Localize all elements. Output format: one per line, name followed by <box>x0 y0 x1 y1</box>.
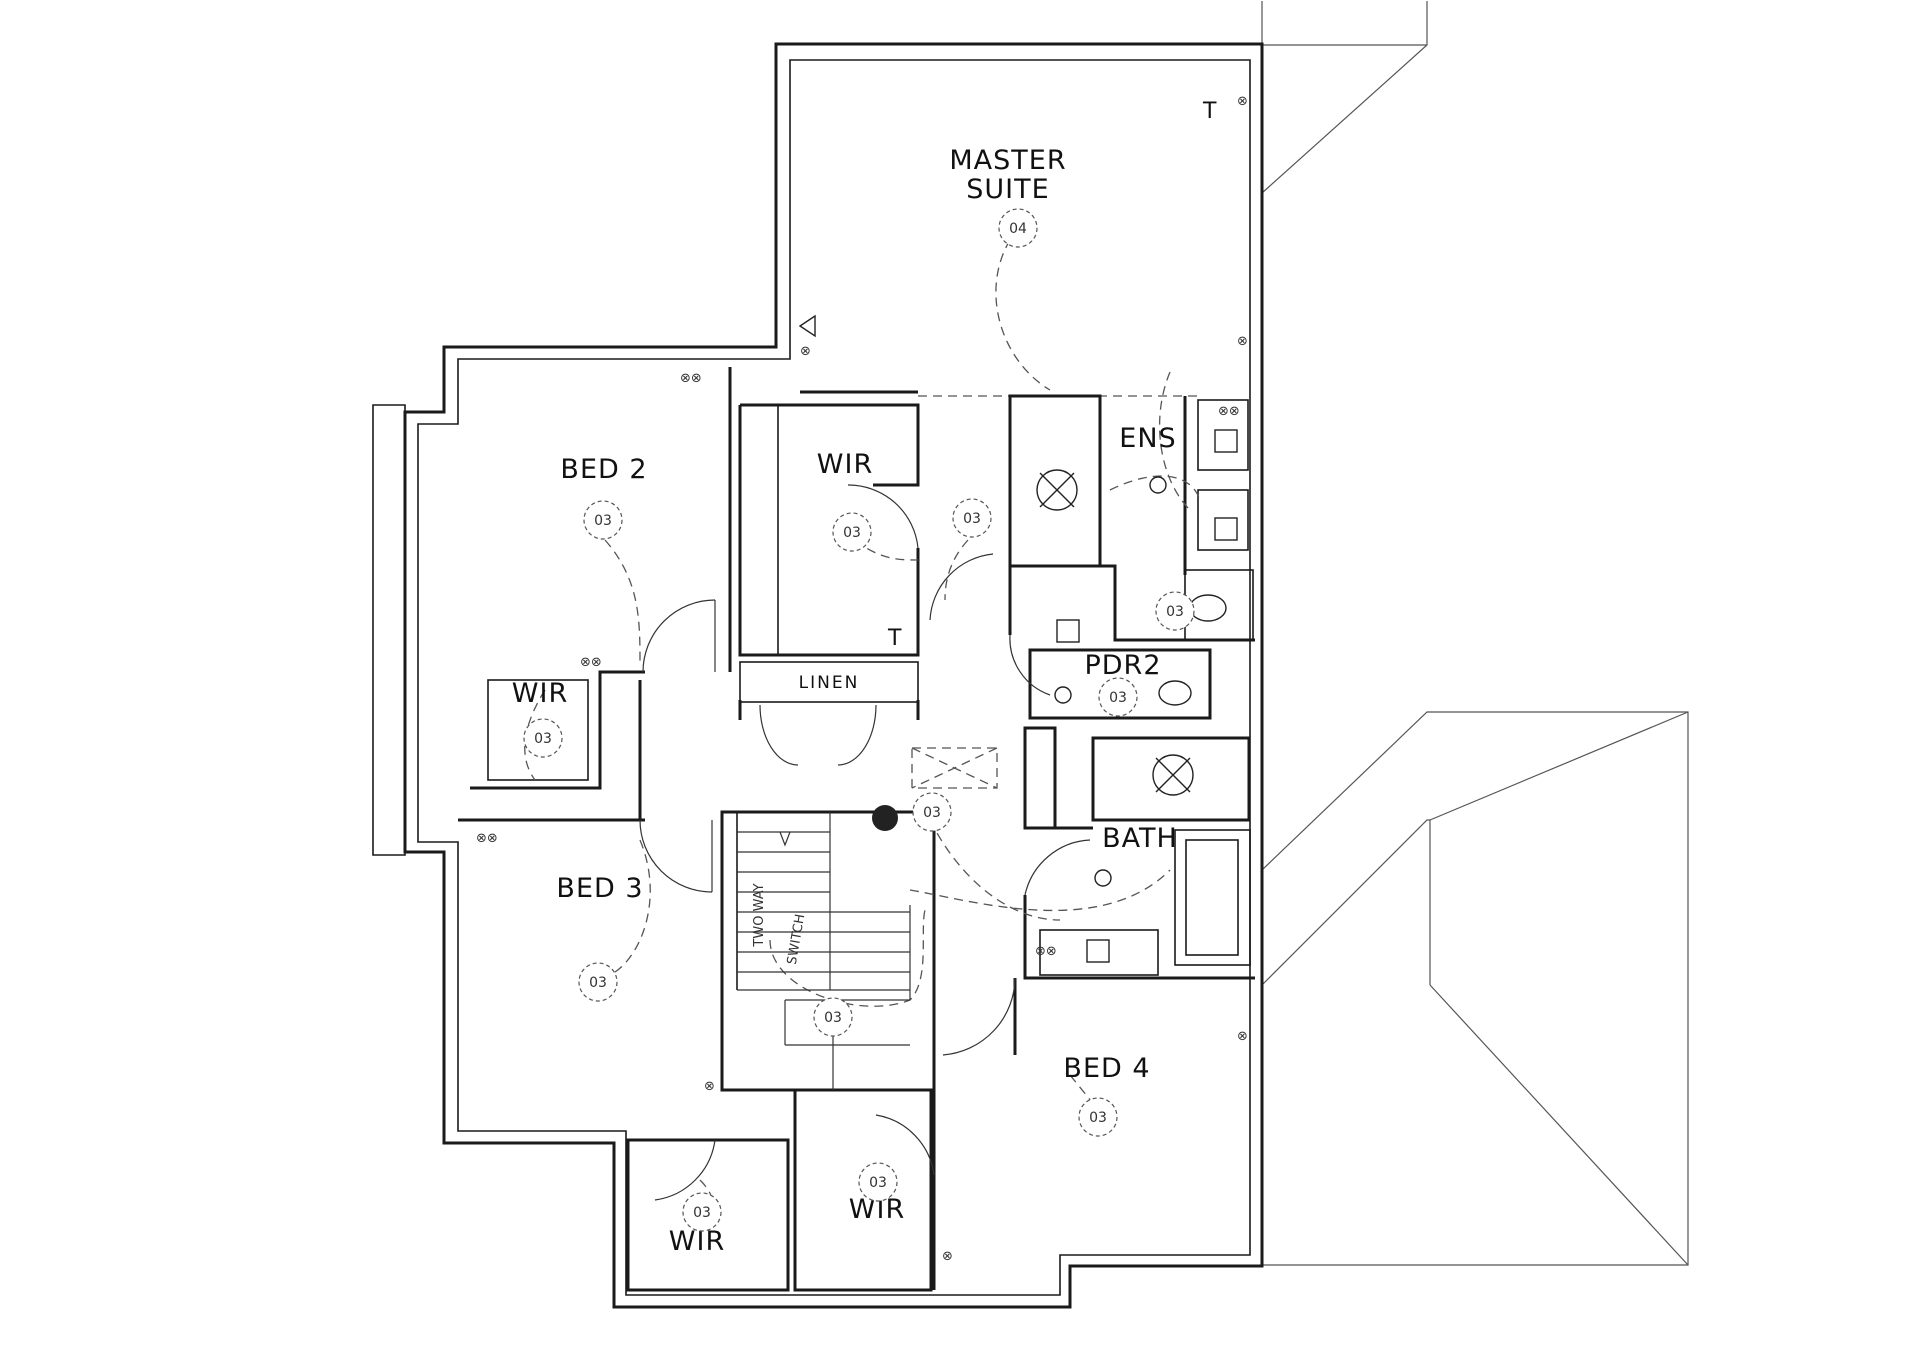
svg-text:03: 03 <box>1089 1110 1107 1126</box>
stair-switch-label: TWO WAY SWITCH <box>752 883 808 965</box>
svg-text:03: 03 <box>594 513 612 529</box>
room-label-wir-center: WIR <box>817 449 873 480</box>
tag-ens: 03 <box>1155 591 1195 631</box>
svg-text:T: T <box>1202 99 1217 124</box>
fixtures: ⊗⊗ ⊗⊗ ⊗⊗ ⊗ ⊗ ⊗ ⊗ ⊗ ⊗ ⊗⊗ ⊗⊗ T T <box>476 94 1248 1264</box>
tag-hall: 03 <box>912 792 952 832</box>
room-labels: MASTER SUITE BED 2 BED 3 BED 4 WIR WIR W… <box>512 145 1178 1257</box>
data-point-icon <box>798 314 816 338</box>
interior-walls <box>458 367 1255 1292</box>
stair-treads <box>737 812 911 1090</box>
svg-text:⊗: ⊗ <box>800 344 811 359</box>
skylight-icon <box>911 747 998 789</box>
room-label-wir-bed3: WIR <box>669 1226 725 1257</box>
svg-text:03: 03 <box>869 1175 887 1191</box>
door-swings <box>639 484 1091 1201</box>
two-way-label: TWO WAY <box>752 883 767 947</box>
exhaust-fan-icon <box>1036 469 1078 511</box>
circuit-tags: 04 03 03 03 03 03 03 03 03 03 03 03 03 <box>523 208 1195 1232</box>
power-point-icon: ⊗⊗ ⊗⊗ ⊗⊗ ⊗ ⊗ ⊗ ⊗ ⊗ ⊗ ⊗⊗ ⊗⊗ <box>476 94 1248 1264</box>
svg-text:⊗⊗: ⊗⊗ <box>1035 944 1057 959</box>
svg-text:03: 03 <box>824 1010 842 1026</box>
tag-wir-bed2: 03 <box>523 718 563 758</box>
room-label-bed2: BED 2 <box>560 454 647 485</box>
svg-text:04: 04 <box>1009 221 1027 237</box>
room-label-wir-bed2: WIR <box>512 678 568 709</box>
tag-hall-right: 03 <box>952 498 992 538</box>
switch-label: SWITCH <box>785 913 809 966</box>
thermostat-icon: T T <box>887 99 1217 651</box>
smoke-detector-icon <box>872 805 898 831</box>
room-label-bed4: BED 4 <box>1063 1053 1150 1084</box>
svg-text:03: 03 <box>589 975 607 991</box>
svg-text:03: 03 <box>1109 690 1127 706</box>
room-label-pdr2: PDR2 <box>1084 650 1161 681</box>
exhaust-fan-icon <box>1152 754 1194 796</box>
svg-text:⊗: ⊗ <box>1237 1029 1248 1044</box>
svg-text:03: 03 <box>534 731 552 747</box>
svg-text:⊗: ⊗ <box>942 1249 953 1264</box>
svg-text:03: 03 <box>693 1205 711 1221</box>
tag-wir-center: 03 <box>832 512 872 552</box>
svg-text:⊗: ⊗ <box>1237 94 1248 109</box>
tag-stair: 03 <box>813 997 853 1037</box>
svg-text:03: 03 <box>1166 604 1184 620</box>
svg-text:T: T <box>887 626 902 651</box>
tag-bed3: 03 <box>578 962 618 1002</box>
svg-text:⊗⊗: ⊗⊗ <box>1218 404 1240 419</box>
svg-text:⊗⊗: ⊗⊗ <box>476 831 498 846</box>
tag-bed4: 03 <box>1078 1097 1118 1137</box>
tag-bed2: 03 <box>583 500 623 540</box>
room-label-master: MASTER <box>949 145 1066 176</box>
basin-icon <box>1056 429 1238 963</box>
room-label-ens: ENS <box>1119 423 1176 454</box>
room-label-bath: BATH <box>1102 823 1178 854</box>
tag-wir-bed4: 03 <box>858 1162 898 1202</box>
room-label-linen: LINEN <box>799 673 860 693</box>
svg-text:⊗⊗: ⊗⊗ <box>680 371 702 386</box>
tag-master: 04 <box>998 208 1038 248</box>
downlight-icon <box>1054 476 1167 887</box>
roof-outline <box>1261 1 1689 1266</box>
svg-text:⊗: ⊗ <box>1237 334 1248 349</box>
svg-text:03: 03 <box>963 511 981 527</box>
room-label-master-suite: SUITE <box>966 174 1049 205</box>
room-label-bed3: BED 3 <box>556 873 643 904</box>
svg-text:03: 03 <box>843 525 861 541</box>
tag-pdr2: 03 <box>1098 677 1138 717</box>
svg-text:03: 03 <box>923 805 941 821</box>
switch-wiring <box>524 239 1201 1216</box>
svg-text:⊗⊗: ⊗⊗ <box>580 655 602 670</box>
exterior-walls <box>372 42 1264 1309</box>
tag-wir-bed3: 03 <box>682 1192 722 1232</box>
svg-text:⊗: ⊗ <box>704 1079 715 1094</box>
